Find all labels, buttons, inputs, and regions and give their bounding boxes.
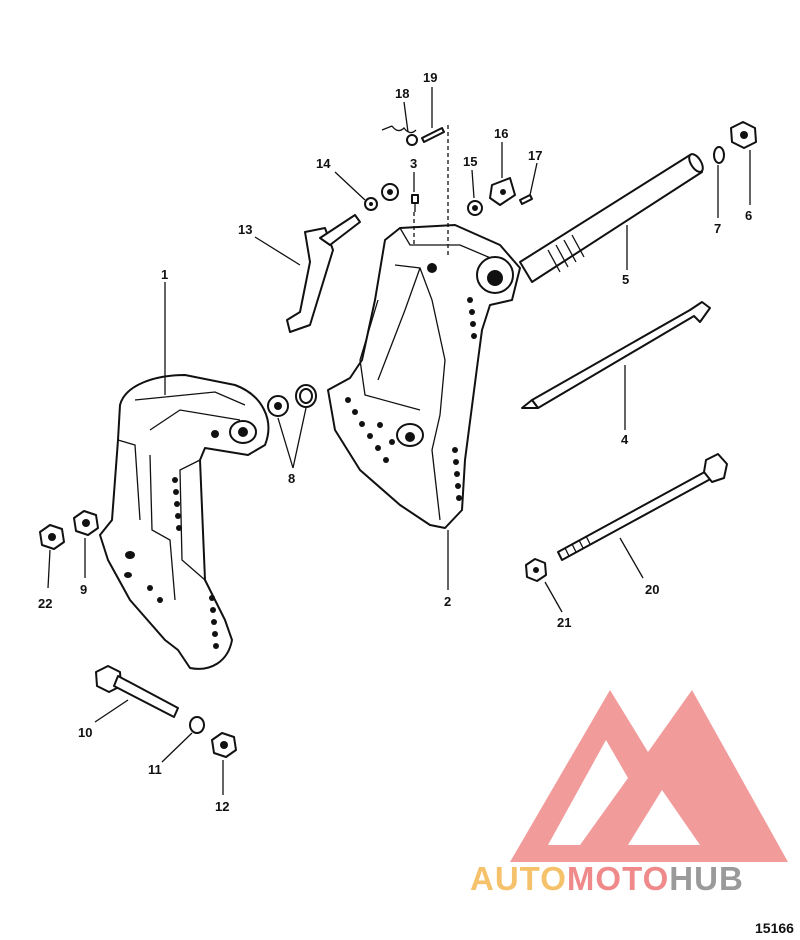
washers-8 <box>267 384 317 417</box>
small-washer-14 <box>364 197 378 211</box>
cam-16 <box>489 177 516 206</box>
callout-label-7: 7 <box>714 221 721 236</box>
callout-label-8: 8 <box>288 471 295 486</box>
callout-label-21: 21 <box>557 615 571 630</box>
long-bolt <box>557 453 728 561</box>
pin-17 <box>519 194 533 205</box>
callout-label-9: 9 <box>80 582 87 597</box>
callout-label-11: 11 <box>148 762 162 777</box>
nut-22 <box>39 524 65 550</box>
automotohub-logo-icon <box>510 690 788 862</box>
callout-label-1: 1 <box>161 267 168 282</box>
bolt-10 <box>95 665 179 718</box>
callout-label-18: 18 <box>395 86 409 101</box>
callout-label-13: 13 <box>238 222 252 237</box>
nut-12 <box>211 732 237 758</box>
callout-label-2: 2 <box>444 594 451 609</box>
svg-text:AUTOMOTOHUB: AUTOMOTOHUB <box>470 860 744 897</box>
spring-18 <box>381 125 418 146</box>
callout-label-22: 22 <box>38 596 52 611</box>
clamp-bracket-right <box>327 224 521 529</box>
callout-label-10: 10 <box>78 725 92 740</box>
bushing-left <box>381 183 399 201</box>
callout-label-16: 16 <box>494 126 508 141</box>
callout-label-19: 19 <box>423 70 437 85</box>
pin-19 <box>421 127 445 143</box>
callout-label-3: 3 <box>410 156 417 171</box>
callout-label-17: 17 <box>528 148 542 163</box>
clamp-bracket-left <box>99 374 270 670</box>
nut-9 <box>73 510 99 536</box>
tilt-pin <box>521 301 711 409</box>
callout-labels: 1 2 3 4 5 6 7 8 9 10 11 12 13 14 15 16 1… <box>38 70 752 814</box>
callout-label-20: 20 <box>645 582 659 597</box>
grease-fitting <box>411 194 419 212</box>
callout-label-12: 12 <box>215 799 229 814</box>
callout-label-14: 14 <box>316 156 331 171</box>
automotohub-watermark: AUTOMOTOHUB <box>470 690 788 897</box>
bushing-15 <box>467 200 483 216</box>
washer-11 <box>189 716 205 734</box>
callout-label-5: 5 <box>622 272 629 287</box>
watermark-moto-text: MOTO <box>567 860 669 897</box>
tilt-tube-nut <box>730 121 757 149</box>
callout-label-4: 4 <box>621 432 629 447</box>
leader-lines <box>47 87 751 795</box>
tilt-tube <box>519 153 704 283</box>
watermark-hub-text: HUB <box>669 860 744 897</box>
watermark-auto-text: AUTO <box>470 860 567 897</box>
callout-label-6: 6 <box>745 208 752 223</box>
diagram-number: 15166 <box>755 920 794 936</box>
tilt-tube-washer <box>713 146 725 164</box>
tilt-lever <box>286 214 361 333</box>
callout-label-15: 15 <box>463 154 477 169</box>
bolt-nut-21 <box>525 558 547 582</box>
